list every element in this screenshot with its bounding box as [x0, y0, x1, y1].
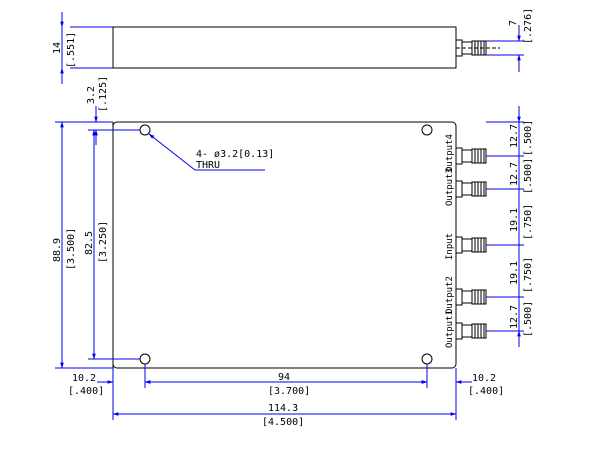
port-label-output4: Output4 — [445, 134, 455, 172]
dim-hole-offset-in: [.125] — [98, 76, 109, 112]
port-label-output3: Output3 — [445, 168, 455, 206]
dim-overall-height-in: [3.500] — [66, 228, 77, 270]
dim-hole-span-vertical: 82.5 [3.250] — [84, 129, 140, 360]
dim-right-margin-in: [.400] — [468, 386, 504, 397]
dim-left-margin-in: [.400] — [68, 386, 104, 397]
connector-output2 — [455, 288, 487, 306]
dim-overall-width-in: [4.500] — [262, 417, 304, 428]
dim-hole-span-h-in: [3.700] — [268, 386, 310, 397]
dim-left-margin-mm: 10.2 — [72, 373, 96, 384]
mounting-hole-bottom-right — [421, 353, 433, 365]
dim-overall-width-mm: 114.3 — [268, 403, 298, 414]
dim-hole-offset-mm: 3.2 — [86, 86, 97, 104]
dim-side-height: 14 [.551] — [52, 12, 113, 84]
mounting-hole-top-right — [421, 124, 433, 136]
dim-spacing-d-mm: 19.1 — [509, 261, 520, 285]
connector-output4 — [455, 147, 487, 165]
dim-hole-span-v-mm: 82.5 — [84, 231, 95, 255]
port-label-output1: Output1 — [445, 310, 455, 348]
dim-spacing-c-in: [.750] — [523, 204, 534, 240]
dim-spacing-a-in: [.500] — [523, 120, 534, 156]
dim-connector-height-in: [.276] — [523, 8, 534, 44]
plan-view-body — [112, 121, 457, 369]
dim-overall-height: 88.9 [3.500] — [52, 121, 113, 369]
connectors — [455, 147, 487, 340]
dim-spacing-d-in: [.750] — [523, 257, 534, 293]
port-labels: Output4 Output3 Input Output2 Output1 — [445, 134, 455, 348]
connector-input — [455, 236, 487, 254]
dim-connector-height: 7 [.276] — [486, 8, 534, 72]
dim-hole-offset: 3.2 [.125] — [86, 76, 140, 145]
dim-connector-height-mm: 7 — [508, 20, 519, 26]
dim-spacing-b-mm: 12.7 — [509, 162, 520, 186]
dim-spacing-a-mm: 12.7 — [509, 124, 520, 148]
dim-spacing-e-mm: 12.7 — [509, 305, 520, 329]
hole-callout-text: 4- ø3.2[0.13] — [196, 149, 274, 160]
side-view-connector — [455, 39, 500, 57]
mounting-hole-top-left — [139, 124, 151, 136]
dim-spacing-e-in: [.500] — [523, 301, 534, 337]
dim-bottom-horizontal: 10.2 [.400] 94 [3.700] 10.2 [.400] 114.3… — [68, 364, 504, 428]
port-label-output2: Output2 — [445, 276, 455, 314]
plan-view: 4- ø3.2[0.13] THRU — [52, 76, 534, 428]
connector-output3 — [455, 180, 487, 198]
side-view: 14 [.551] 7 [.276] — [52, 8, 534, 84]
dim-right-margin-mm: 10.2 — [472, 373, 496, 384]
dim-spacing-c-mm: 19.1 — [509, 208, 520, 232]
dim-overall-height-mm: 88.9 — [52, 238, 63, 262]
port-label-input: Input — [445, 233, 455, 260]
side-view-body — [112, 26, 457, 69]
hole-callout: 4- ø3.2[0.13] THRU — [148, 133, 274, 171]
dim-spacing-b-in: [.500] — [523, 158, 534, 194]
dim-connector-spacing: 12.7 [.500] 12.7 [.500] 19.1 [.750] 19.1… — [486, 106, 534, 347]
connector-output1 — [455, 322, 487, 340]
dim-side-height-mm: 14 — [52, 42, 63, 54]
thru-label: THRU — [196, 160, 220, 171]
dim-hole-span-h-mm: 94 — [278, 372, 290, 383]
mounting-hole-bottom-left — [139, 353, 151, 365]
dim-side-height-in: [.551] — [66, 32, 77, 68]
dim-hole-span-v-in: [3.250] — [98, 221, 109, 263]
